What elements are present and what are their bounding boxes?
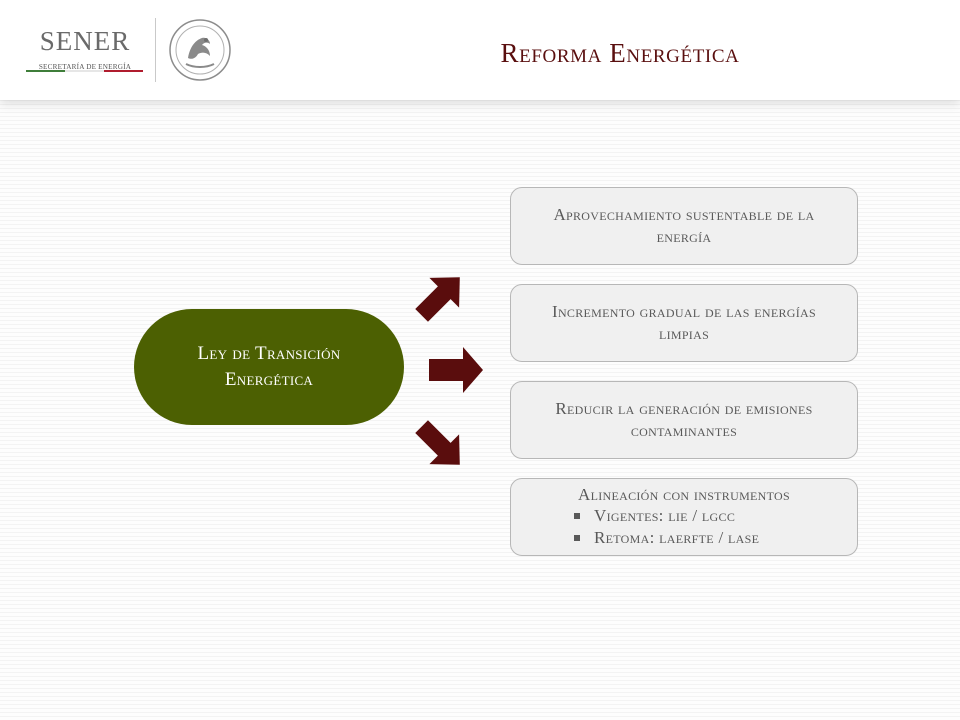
arrow-right-icon <box>429 347 483 393</box>
item-label: Reducir la generación de emisiones conta… <box>555 399 813 440</box>
arrow-up-right-icon <box>415 277 460 322</box>
bullet-text: Vigentes: lie / lgcc <box>594 506 736 525</box>
item-label: Aprovechamiento sustentable de la energí… <box>553 205 815 246</box>
bullet-text: Retoma: laerfte / lase <box>594 528 760 547</box>
item-box-incremento: Incremento gradual de las energías limpi… <box>510 284 858 362</box>
bullet-square-icon <box>574 535 580 541</box>
logo-wordmark: SENER <box>39 26 131 56</box>
page-title: Reforma Energética <box>500 38 740 68</box>
logo-subtitle: SECRETARÍA DE ENERGÍA <box>38 63 132 71</box>
item-label: Incremento gradual de las energías limpi… <box>552 302 816 343</box>
sener-logo: SENER SECRETARÍA DE ENERGÍA <box>26 26 144 74</box>
central-topic-pill: Ley de Transición Energética <box>134 309 404 425</box>
logo-divider <box>155 18 156 82</box>
item-box-reducir: Reducir la generación de emisiones conta… <box>510 381 858 459</box>
bullet-item: Retoma: laerfte / lase <box>564 527 824 549</box>
bullet-square-icon <box>574 513 580 519</box>
arrow-down-right-icon <box>415 420 460 465</box>
header-bar: SENER SECRETARÍA DE ENERGÍA Reforma Ener… <box>0 0 960 100</box>
item-box-alineacion: Alineación con instrumentos Vigentes: li… <box>510 478 858 556</box>
logo-tricolor-line <box>26 59 144 72</box>
central-topic-label: Ley de Transición Energética <box>197 343 341 390</box>
item-box-aprovechamiento: Aprovechamiento sustentable de la energí… <box>510 187 858 265</box>
bullet-list: Vigentes: lie / lgcc Retoma: laerfte / l… <box>544 505 824 549</box>
bullet-item: Vigentes: lie / lgcc <box>564 505 824 527</box>
coat-of-arms-icon <box>169 19 231 81</box>
item-label: Alineación con instrumentos <box>578 485 790 504</box>
